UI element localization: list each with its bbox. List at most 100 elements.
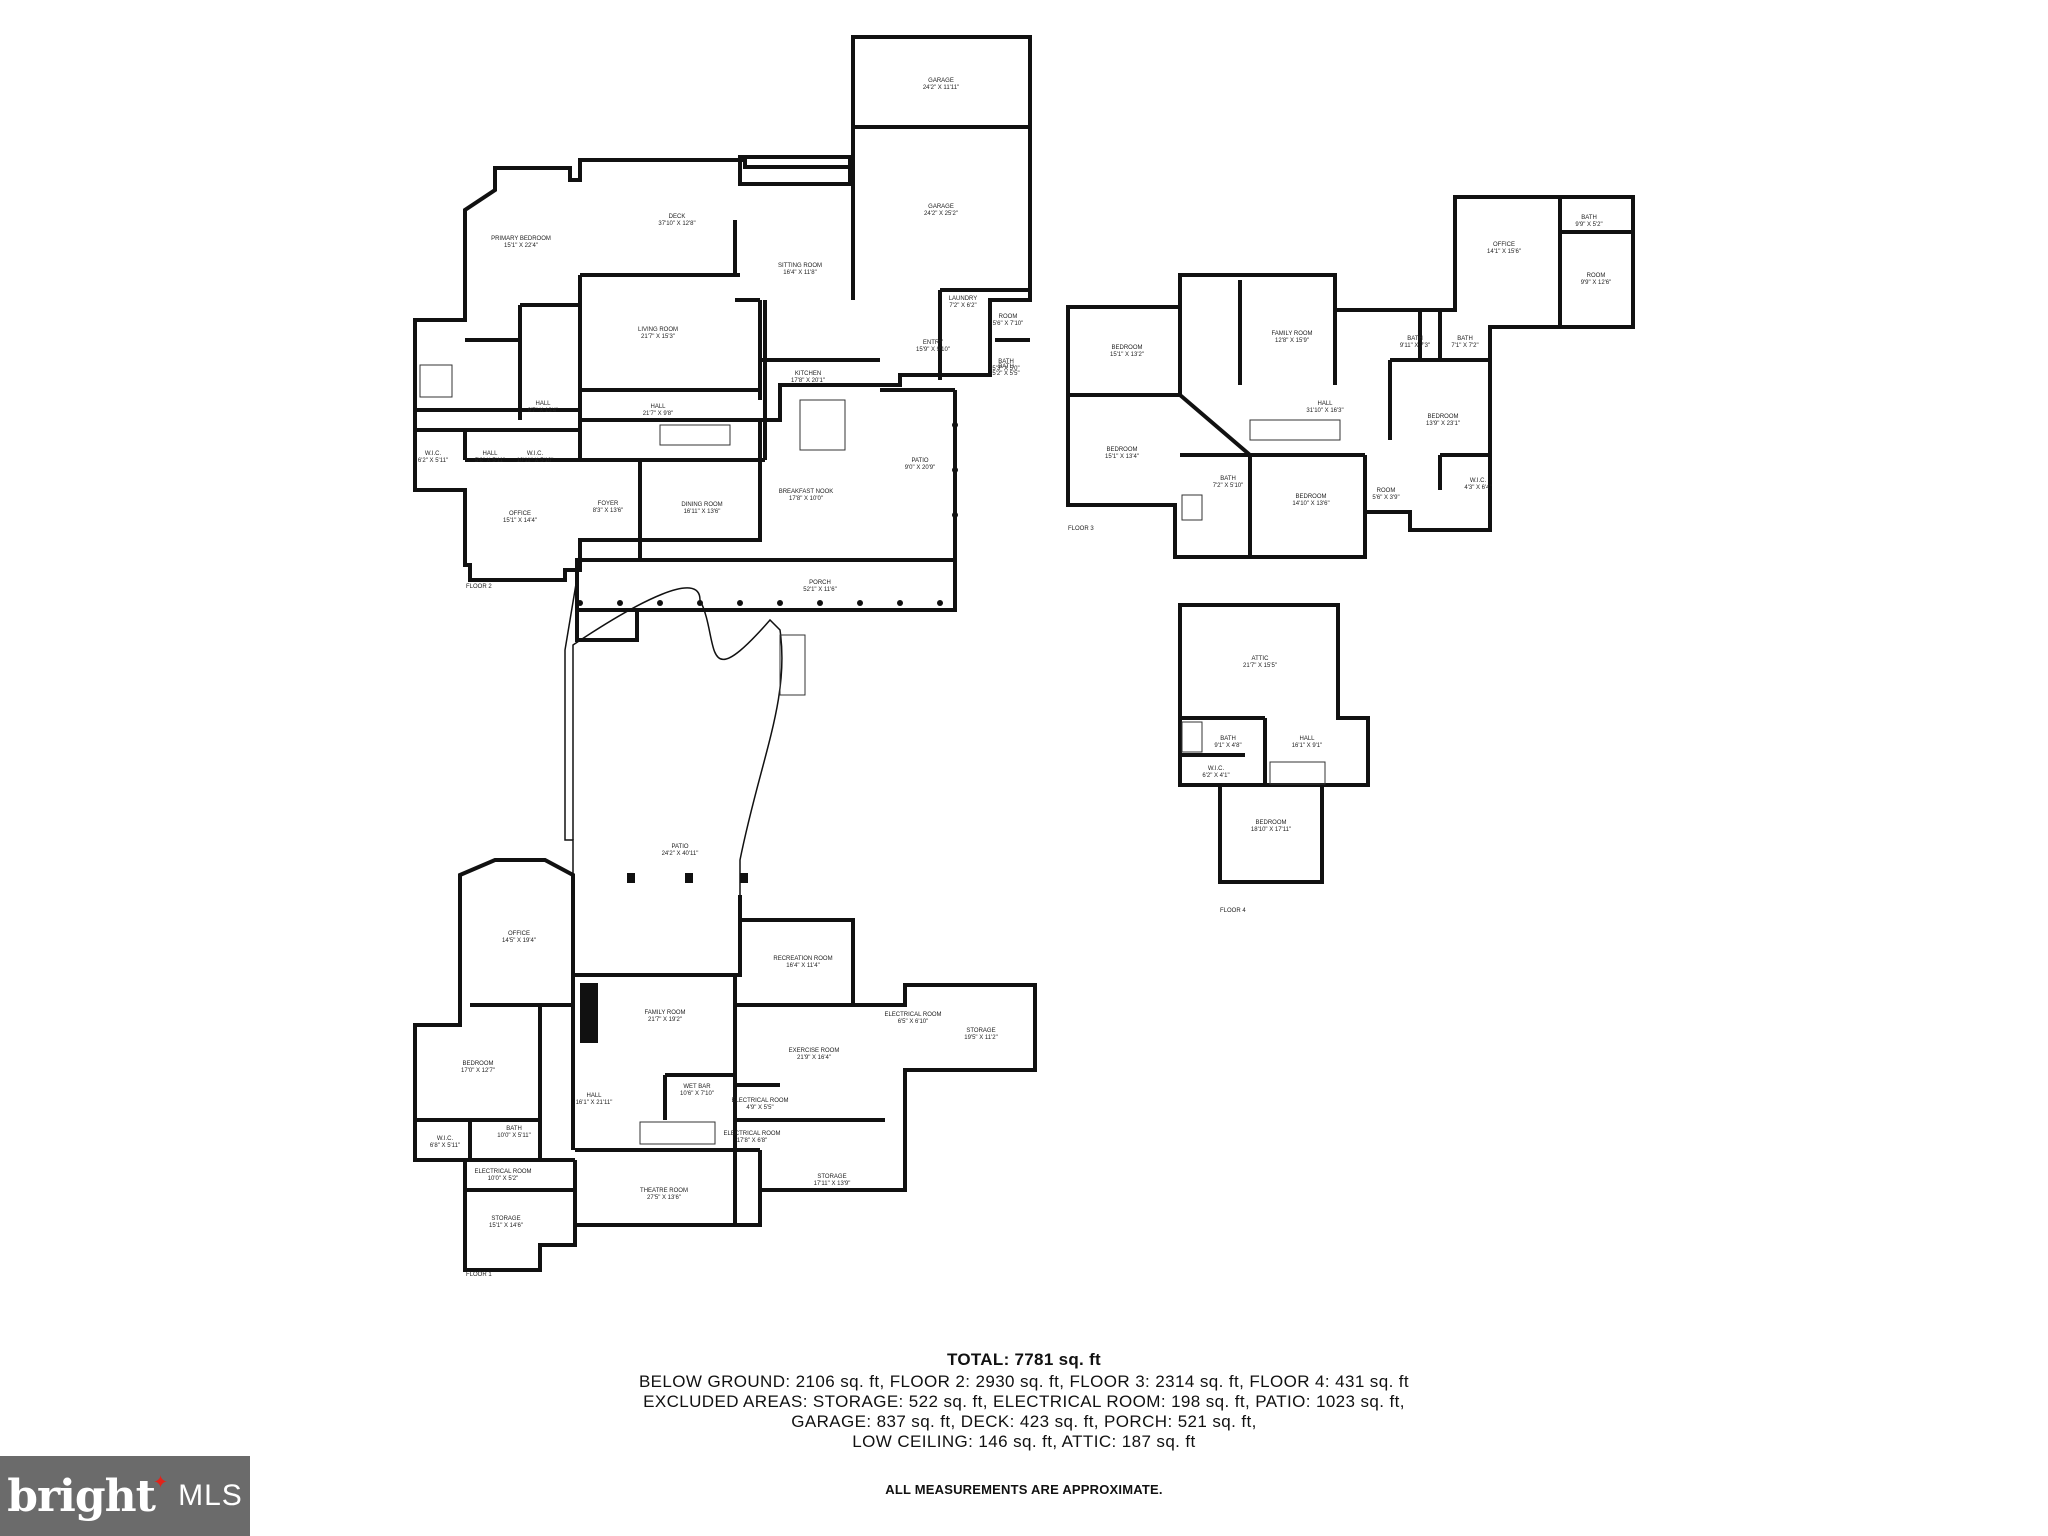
- room-dimensions: 16'11" X 13'6": [684, 509, 721, 515]
- columns-and-fireplaces: [577, 422, 958, 1043]
- room-name: ELECTRICAL ROOM: [884, 1012, 941, 1018]
- room-name: BATH: [998, 364, 1014, 370]
- brand-word: bright: [7, 1470, 156, 1522]
- room-dimensions: 24'2" X 25'2": [924, 211, 958, 217]
- disclaimer: ALL MEASUREMENTS ARE APPROXIMATE.: [885, 1482, 1163, 1497]
- room-dimensions: 15'1" X 14'6": [489, 1223, 523, 1229]
- floor-label-2: FLOOR 2: [466, 584, 492, 590]
- room-name: BATH: [1457, 336, 1473, 342]
- room-name: DINING ROOM: [681, 502, 722, 508]
- room-dimensions: 17'11" X 13'9": [814, 1181, 851, 1187]
- room-name: BEDROOM: [1295, 494, 1326, 500]
- room-dimensions: 10'6" X 7'10": [680, 1091, 714, 1097]
- room-name: HALL: [1299, 736, 1315, 742]
- room-dimensions: 5'6" X 7'10": [993, 321, 1024, 327]
- room-name: BATH: [506, 1126, 522, 1132]
- room-name: SITTING ROOM: [778, 263, 822, 269]
- room-name: KITCHEN: [795, 371, 821, 377]
- room-dimensions: 15'1" X 22'4": [504, 243, 538, 249]
- area-line: GARAGE: 837 sq. ft, DECK: 423 sq. ft, PO…: [791, 1412, 1257, 1431]
- room-name: BATH: [1220, 736, 1236, 742]
- room-name: W.I.C.: [1470, 478, 1487, 484]
- stairs-and-fixtures: [419, 364, 1341, 1145]
- room-name: ELECTRICAL ROOM: [723, 1131, 780, 1137]
- room-dimensions: 9'9" X 12'6": [1581, 280, 1612, 286]
- room-name: PRIMARY BEDROOM: [491, 236, 551, 242]
- floor-2-walls: [413, 35, 1032, 582]
- room-name: GARAGE: [928, 78, 954, 84]
- room-name: BATH: [1220, 476, 1236, 482]
- room-name: ROOM: [999, 314, 1018, 320]
- room-dimensions: 37'10" X 12'8": [658, 221, 695, 227]
- room-name: LIVING ROOM: [638, 327, 678, 333]
- room-dimensions: 5'3" X 5'0": [992, 366, 1019, 372]
- room-name: LAUNDRY: [949, 296, 978, 302]
- room-dimensions: 21'7" X 15'5": [1243, 663, 1277, 669]
- room-dimensions: 6'5" X 6'10": [898, 1019, 929, 1025]
- room-dimensions: 18'10" X 17'11": [1251, 827, 1291, 833]
- room-name: BEDROOM: [1427, 414, 1458, 420]
- room-dimensions: 14'5" X 19'4": [502, 938, 536, 944]
- room-name: STORAGE: [966, 1028, 995, 1034]
- room-dimensions: 4'9" X 5'5": [746, 1105, 773, 1111]
- brand-star-icon: ✦: [152, 1471, 169, 1492]
- floor-label-4: FLOOR 4: [1220, 908, 1246, 914]
- room-dimensions: 8'3" X 13'6": [593, 508, 624, 514]
- room-dimensions: 15'1" X 14'4": [503, 518, 537, 524]
- room-dimensions: 14'10" X 13'6": [1292, 501, 1329, 507]
- floor-1-patio: [572, 587, 783, 895]
- room-dimensions: 9'7" X 13'4": [528, 408, 559, 414]
- room-name: RECREATION ROOM: [773, 956, 832, 962]
- room-name: HALL: [1317, 401, 1333, 407]
- room-name: DECK: [669, 214, 686, 220]
- room-name: BATH: [1581, 215, 1597, 221]
- room-name: W.I.C.: [527, 451, 544, 457]
- floor-label-3: FLOOR 3: [1068, 526, 1094, 532]
- room-name: PORCH: [809, 580, 831, 586]
- room-name: W.I.C.: [425, 451, 442, 457]
- room-name: FAMILY ROOM: [644, 1010, 685, 1016]
- room-dimensions: 7'1" X 7'2": [1451, 343, 1478, 349]
- room-dimensions: 16'1" X 9'1": [1292, 743, 1323, 749]
- area-breakdown: BELOW GROUND: 2106 sq. ft, FLOOR 2: 2930…: [0, 1372, 2048, 1452]
- room-name: ELECTRICAL ROOM: [474, 1169, 531, 1175]
- floor-2-porch: [575, 155, 957, 642]
- room-dimensions: 5'2" X 5'5": [992, 371, 1019, 377]
- room-name: GARAGE: [928, 204, 954, 210]
- room-dimensions: 6'2" X 4'1": [1202, 773, 1229, 779]
- room-name: BATH: [1407, 336, 1423, 342]
- brand-suffix: MLS: [178, 1479, 243, 1512]
- room-name: BEDROOM: [1255, 820, 1286, 826]
- room-dimensions: 10'11" X 5'10": [517, 458, 554, 464]
- room-dimensions: 5'6" X 5'11": [475, 458, 505, 464]
- room-name: PATIO: [911, 458, 928, 464]
- room-dimensions: 24'2" X 40'11": [662, 851, 699, 857]
- room-dimensions: 9'11" X 7'3": [1400, 343, 1430, 349]
- room-name: HALL: [535, 401, 551, 407]
- room-name: ROOM: [1587, 273, 1606, 279]
- room-dimensions: 17'8" X 10'0": [789, 496, 823, 502]
- room-dimensions: 16'1" X 21'11": [576, 1100, 613, 1106]
- room-dimensions: 27'5" X 13'6": [647, 1195, 681, 1201]
- room-dimensions: 21'7" X 19'2": [648, 1017, 682, 1023]
- room-name: FOYER: [598, 501, 619, 507]
- room-name: W.I.C.: [1208, 766, 1225, 772]
- room-dimensions: 10'0" X 5'11": [497, 1133, 530, 1139]
- room-name: EXERCISE ROOM: [789, 1048, 840, 1054]
- room-dimensions: 15'1" X 13'4": [1105, 454, 1139, 460]
- room-name: ROOM: [1377, 488, 1396, 494]
- room-name: BEDROOM: [462, 1061, 493, 1067]
- room-dimensions: 52'1" X 11'6": [803, 587, 836, 593]
- room-name: OFFICE: [508, 931, 530, 937]
- room-dimensions: 9'9" X 5'2": [1575, 222, 1602, 228]
- room-name: HALL: [650, 404, 666, 410]
- room-name: HALL: [586, 1093, 602, 1099]
- room-dimensions: 7'2" X 5'10": [1213, 483, 1244, 489]
- room-dimensions: 9'0" X 20'9": [905, 465, 936, 471]
- room-dimensions: 17'8" X 6'8": [737, 1138, 768, 1144]
- room-dimensions: 16'4" X 11'4": [786, 963, 819, 969]
- room-name: STORAGE: [817, 1174, 846, 1180]
- area-line: LOW CEILING: 146 sq. ft, ATTIC: 187 sq. …: [852, 1432, 1196, 1451]
